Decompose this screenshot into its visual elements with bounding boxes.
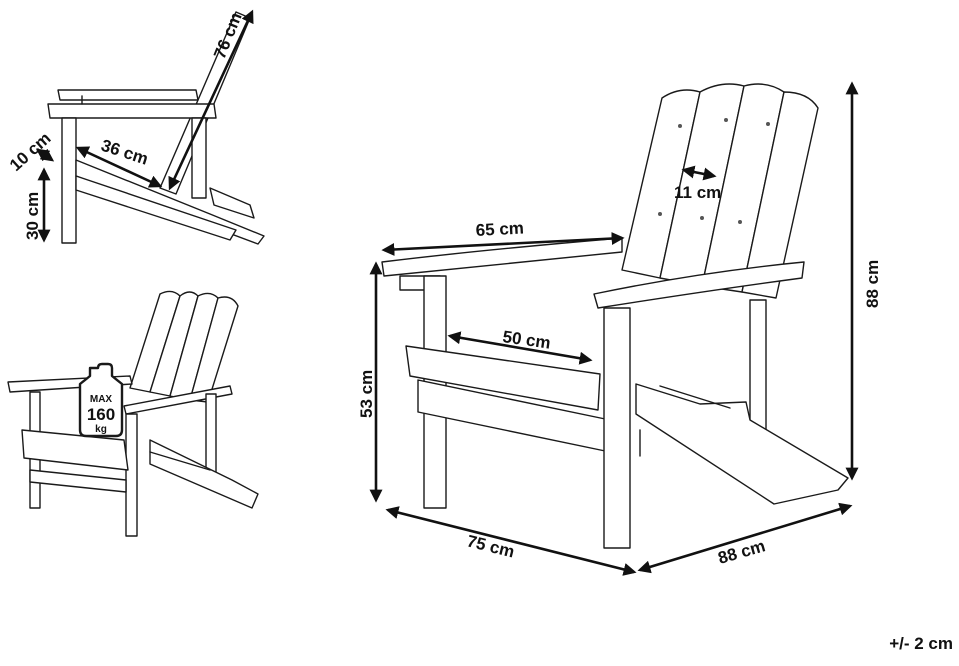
width-label: 75 cm [465,531,516,561]
perspective-view-drawing [7,290,259,537]
main-view-drawing [381,83,849,549]
slat-width-label: 11 cm [674,183,721,202]
seat-width-label: 50 cm [501,327,551,353]
armrest-gap-label: 10 cm [6,129,55,175]
tolerance-note: +/- 2 cm [889,634,953,653]
depth-label: 88 cm [716,536,768,568]
seat-height-label: 30 cm [23,192,42,240]
capacity-max-label: MAX [90,394,113,405]
weight-capacity-icon: MAX 160 kg [78,362,124,438]
total-height-label: 88 cm [863,260,882,308]
capacity-value-label: 160 [87,405,115,424]
armrest-width-label: 65 cm [475,218,524,239]
capacity-unit-label: kg [95,424,107,435]
seat-depth-label: 36 cm [99,136,151,169]
armrest-height-label: 53 cm [357,370,376,418]
